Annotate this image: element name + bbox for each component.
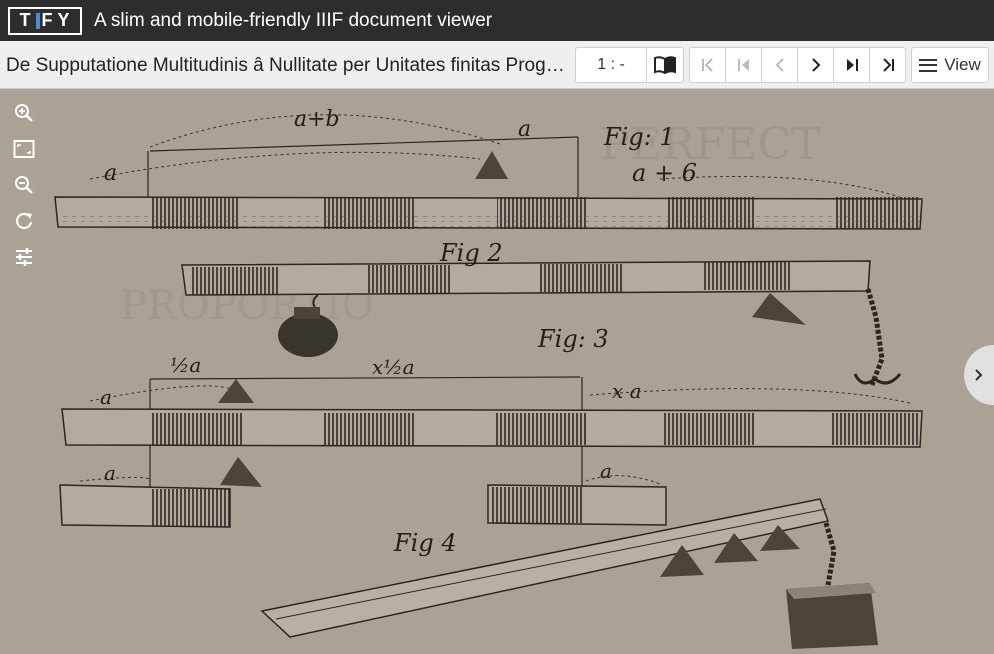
engraved-plate-image: PERFECT PROPORTIO: [0, 89, 994, 654]
last-page-icon: [846, 59, 858, 71]
fig3-label: Fig: 3: [538, 325, 609, 353]
rotate-icon: [16, 213, 32, 229]
viewer-side-tools: [12, 101, 36, 281]
book-view-button[interactable]: [646, 47, 684, 83]
zoom-out-button[interactable]: [12, 173, 36, 197]
rotate-button[interactable]: [12, 209, 36, 233]
zoom-in-button[interactable]: [12, 101, 36, 125]
skip-first-section-icon: [701, 58, 713, 72]
a-plus-b-label: a+b: [294, 107, 340, 132]
chevron-left-icon: [775, 58, 784, 72]
view-menu-label: View: [944, 55, 981, 74]
chevron-right-icon: [975, 369, 983, 381]
document-title: De Supputatione Multitudinis â Nullitate…: [6, 55, 570, 76]
last-page-button[interactable]: [833, 47, 870, 83]
page-selector-label: 1 : -: [597, 56, 625, 73]
fit-screen-button[interactable]: [12, 137, 36, 161]
skip-last-section-icon: [882, 58, 894, 72]
previous-page-button[interactable]: [761, 47, 798, 83]
first-page-icon: [737, 59, 749, 71]
fullscreen-icon: [13, 140, 35, 158]
chevron-right-icon: [811, 58, 820, 72]
a-label-fig3-lower-left: a: [104, 461, 116, 485]
x-half-a-label: x½a: [372, 355, 415, 379]
a-label-fig1-right: a: [518, 117, 532, 142]
fig2-label: Fig 2: [440, 239, 503, 267]
image-filters-button[interactable]: [12, 245, 36, 269]
figure-1: [54, 114, 923, 230]
page-selector[interactable]: 1 : -: [575, 47, 647, 83]
figure-2: [181, 260, 902, 386]
last-section-button[interactable]: [869, 47, 906, 83]
fig1-label: Fig: 1: [604, 123, 675, 151]
first-page-button[interactable]: [725, 47, 762, 83]
book-icon: [654, 56, 676, 75]
app-title: A slim and mobile-friendly IIIF document…: [94, 9, 493, 31]
first-section-button[interactable]: [689, 47, 726, 83]
next-page-button[interactable]: [797, 47, 834, 83]
image-viewer[interactable]: PERFECT PROPORTIO: [0, 89, 994, 654]
view-menu-button[interactable]: View: [911, 47, 989, 83]
viewer-toolbar: De Supputatione Multitudinis â Nullitate…: [0, 41, 994, 89]
a-plus-6-label: a + 6: [632, 159, 697, 187]
svg-text:PERFECT: PERFECT: [600, 119, 821, 170]
filter-settings-icon: [16, 248, 32, 266]
a-label-fig3-lower-right: a: [600, 459, 612, 483]
figure-3: [59, 376, 923, 528]
x-a-label: x a: [612, 379, 642, 403]
zoom-out-icon: [15, 176, 33, 194]
zoom-in-icon: [15, 104, 33, 122]
fig4-label: Fig 4: [394, 529, 457, 557]
figure-4: [260, 498, 878, 649]
a-label-fig1-left: a: [104, 161, 118, 186]
half-a-label: ½a: [170, 353, 202, 377]
hamburger-icon: [919, 58, 938, 72]
a-label-fig3-left: a: [100, 385, 112, 409]
